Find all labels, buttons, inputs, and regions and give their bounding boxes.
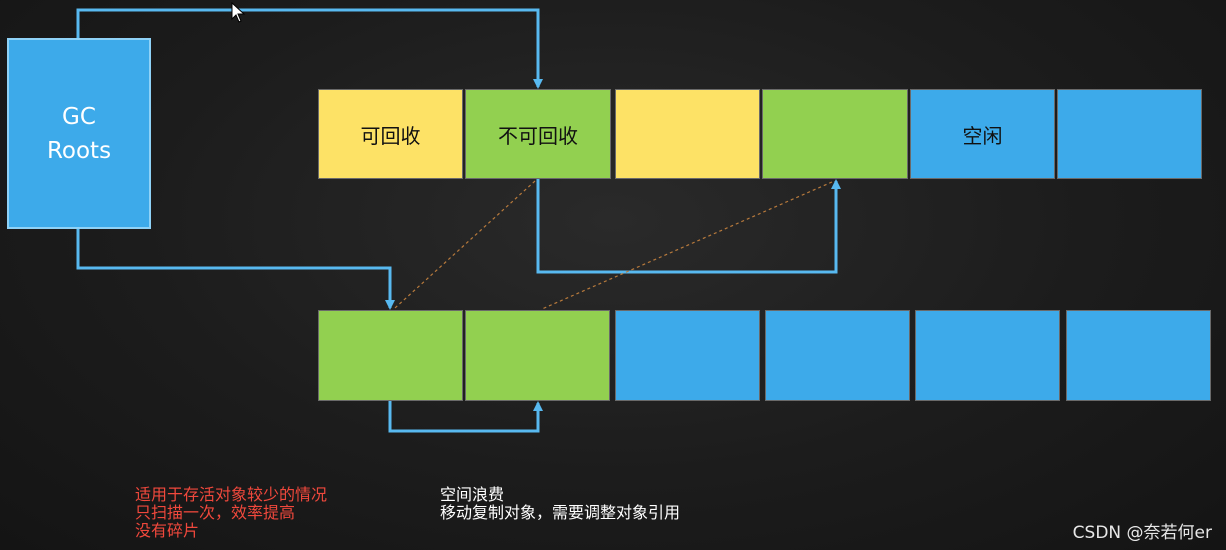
to-space-cell-4 (765, 310, 910, 401)
from-space-cell-6 (1057, 89, 1202, 179)
pros-line: 只扫描一次，效率提高 (135, 503, 296, 522)
cons-line: 移动复制对象，需要调整对象引用 (440, 503, 681, 522)
cell-label: 可回收 (360, 123, 421, 148)
to-space-cell-6 (1066, 310, 1211, 401)
pros-line: 没有碎片 (135, 521, 200, 540)
pros-line: 适用于存活对象较少的情况 (135, 485, 328, 504)
cell-label: 空闲 (962, 123, 1003, 148)
object-ref-arrow (536, 179, 841, 274)
cons-notes: 空间浪费 移动复制对象，需要调整对象引用 (440, 486, 680, 522)
to-space-cell-2 (465, 310, 610, 401)
watermark: CSDN @奈若何er (1072, 523, 1212, 543)
to-space-cell-1 (318, 310, 463, 401)
pros-notes: 适用于存活对象较少的情况 只扫描一次，效率提高 没有碎片 (135, 486, 327, 540)
from-space-cell-3 (615, 89, 760, 179)
cons-line: 空间浪费 (440, 485, 505, 504)
mouse-cursor-icon (231, 2, 246, 23)
to-space-cell-3 (615, 310, 760, 401)
root-ref-arrow-bottom (76, 229, 395, 310)
to-space-cell-5 (915, 310, 1060, 401)
cell-label: 不可回收 (498, 123, 578, 148)
from-space-cell-4 (762, 89, 908, 179)
gc-roots-line1: GC (62, 103, 96, 130)
from-space-cell-1: 可回收 (318, 89, 463, 179)
gc-roots-box: GC Roots (7, 38, 151, 229)
copy-dashed-line-2 (541, 181, 833, 310)
from-space-cell-2: 不可回收 (465, 89, 611, 179)
from-space-cell-5: 空闲 (910, 89, 1055, 179)
gc-roots-line2: Roots (46, 137, 112, 164)
copy-dashed-line-1 (394, 180, 536, 309)
root-ref-arrow-top (76, 8, 543, 89)
copied-ref-arrow (388, 401, 543, 433)
